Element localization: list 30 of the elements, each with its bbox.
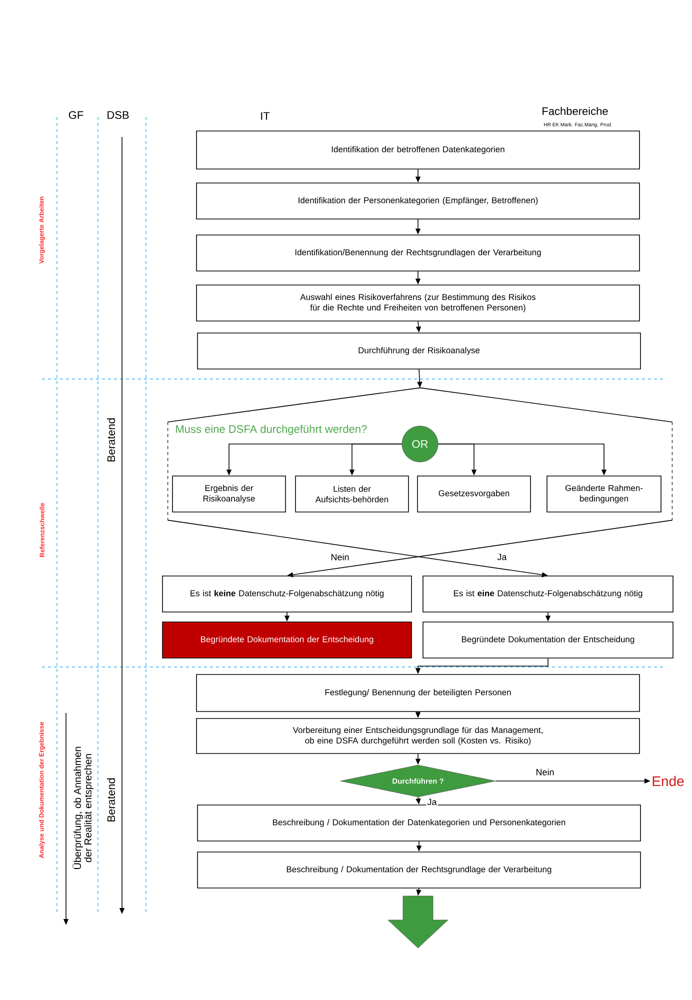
process-box: Festlegung/ Benennung der beteiligten Personen <box>196 674 640 712</box>
lane-heading: Fachbereiche <box>542 106 608 116</box>
process-box: Geänderte Rahmen-bedingungen <box>546 476 662 512</box>
documentation-box: Begründete Dokumentation der Entscheidung <box>162 622 412 658</box>
role-label: Beratend <box>106 778 116 822</box>
review-note: Überprüfung, ob Annahmen der Realität entsprechen <box>72 746 94 869</box>
end-label: Ende <box>652 776 684 786</box>
process-box: Vorbereitung einer Entscheidungsgrundlage für das Management, ob eine DSFA durchgeführt werden soll (Kosten vs. Risiko) <box>196 718 640 754</box>
process-box: Gesetzesvorgaben <box>417 476 531 512</box>
process-box: Identifikation der Personenkategorien (Empfänger, Betroffenen) <box>196 182 640 220</box>
edge-label: Ja <box>426 798 438 806</box>
lane-heading: GF <box>68 111 84 119</box>
result-box: Es ist eine Datenschutz-Folgenabschätzung nötig <box>422 576 674 612</box>
role-label: Beratend <box>106 418 116 462</box>
edge-label: Nein <box>534 768 556 776</box>
process-box: Identifikation der betroffenen Datenkategorien <box>196 130 640 170</box>
lane-heading: IT <box>261 112 270 120</box>
process-box: Identifikation/Benennung der Rechtsgrundlagen der Verarbeitung <box>196 234 640 272</box>
result-box: Es ist keine Datenschutz-Folgenabschätzung nötig <box>162 576 412 612</box>
edge-label: Nein <box>330 552 350 562</box>
process-box: Beschreibung / Dokumentation der Rechtsgrundlage der Verarbeitung <box>197 852 641 888</box>
block-arrow <box>388 896 448 948</box>
process-box: Listen der Aufsichts-behörden <box>295 476 409 512</box>
documentation-box: Begründete Dokumentation der Entscheidung <box>422 622 674 658</box>
process-box: Beschreibung / Dokumentation der Datenkategorien und Personenkategorien <box>197 804 641 842</box>
edge-label: Ja <box>496 552 508 562</box>
process-box: Auswahl eines Risikoverfahrens (zur Bestimmung des Risikos für die Rechte und Freiheiten von betroffenen Personen) <box>196 284 640 322</box>
lane-heading: DSB <box>108 111 129 119</box>
process-box: Ergebnis der Risikoanalyse <box>172 476 286 512</box>
process-box: Durchführung der Risikoanalyse <box>197 332 641 370</box>
